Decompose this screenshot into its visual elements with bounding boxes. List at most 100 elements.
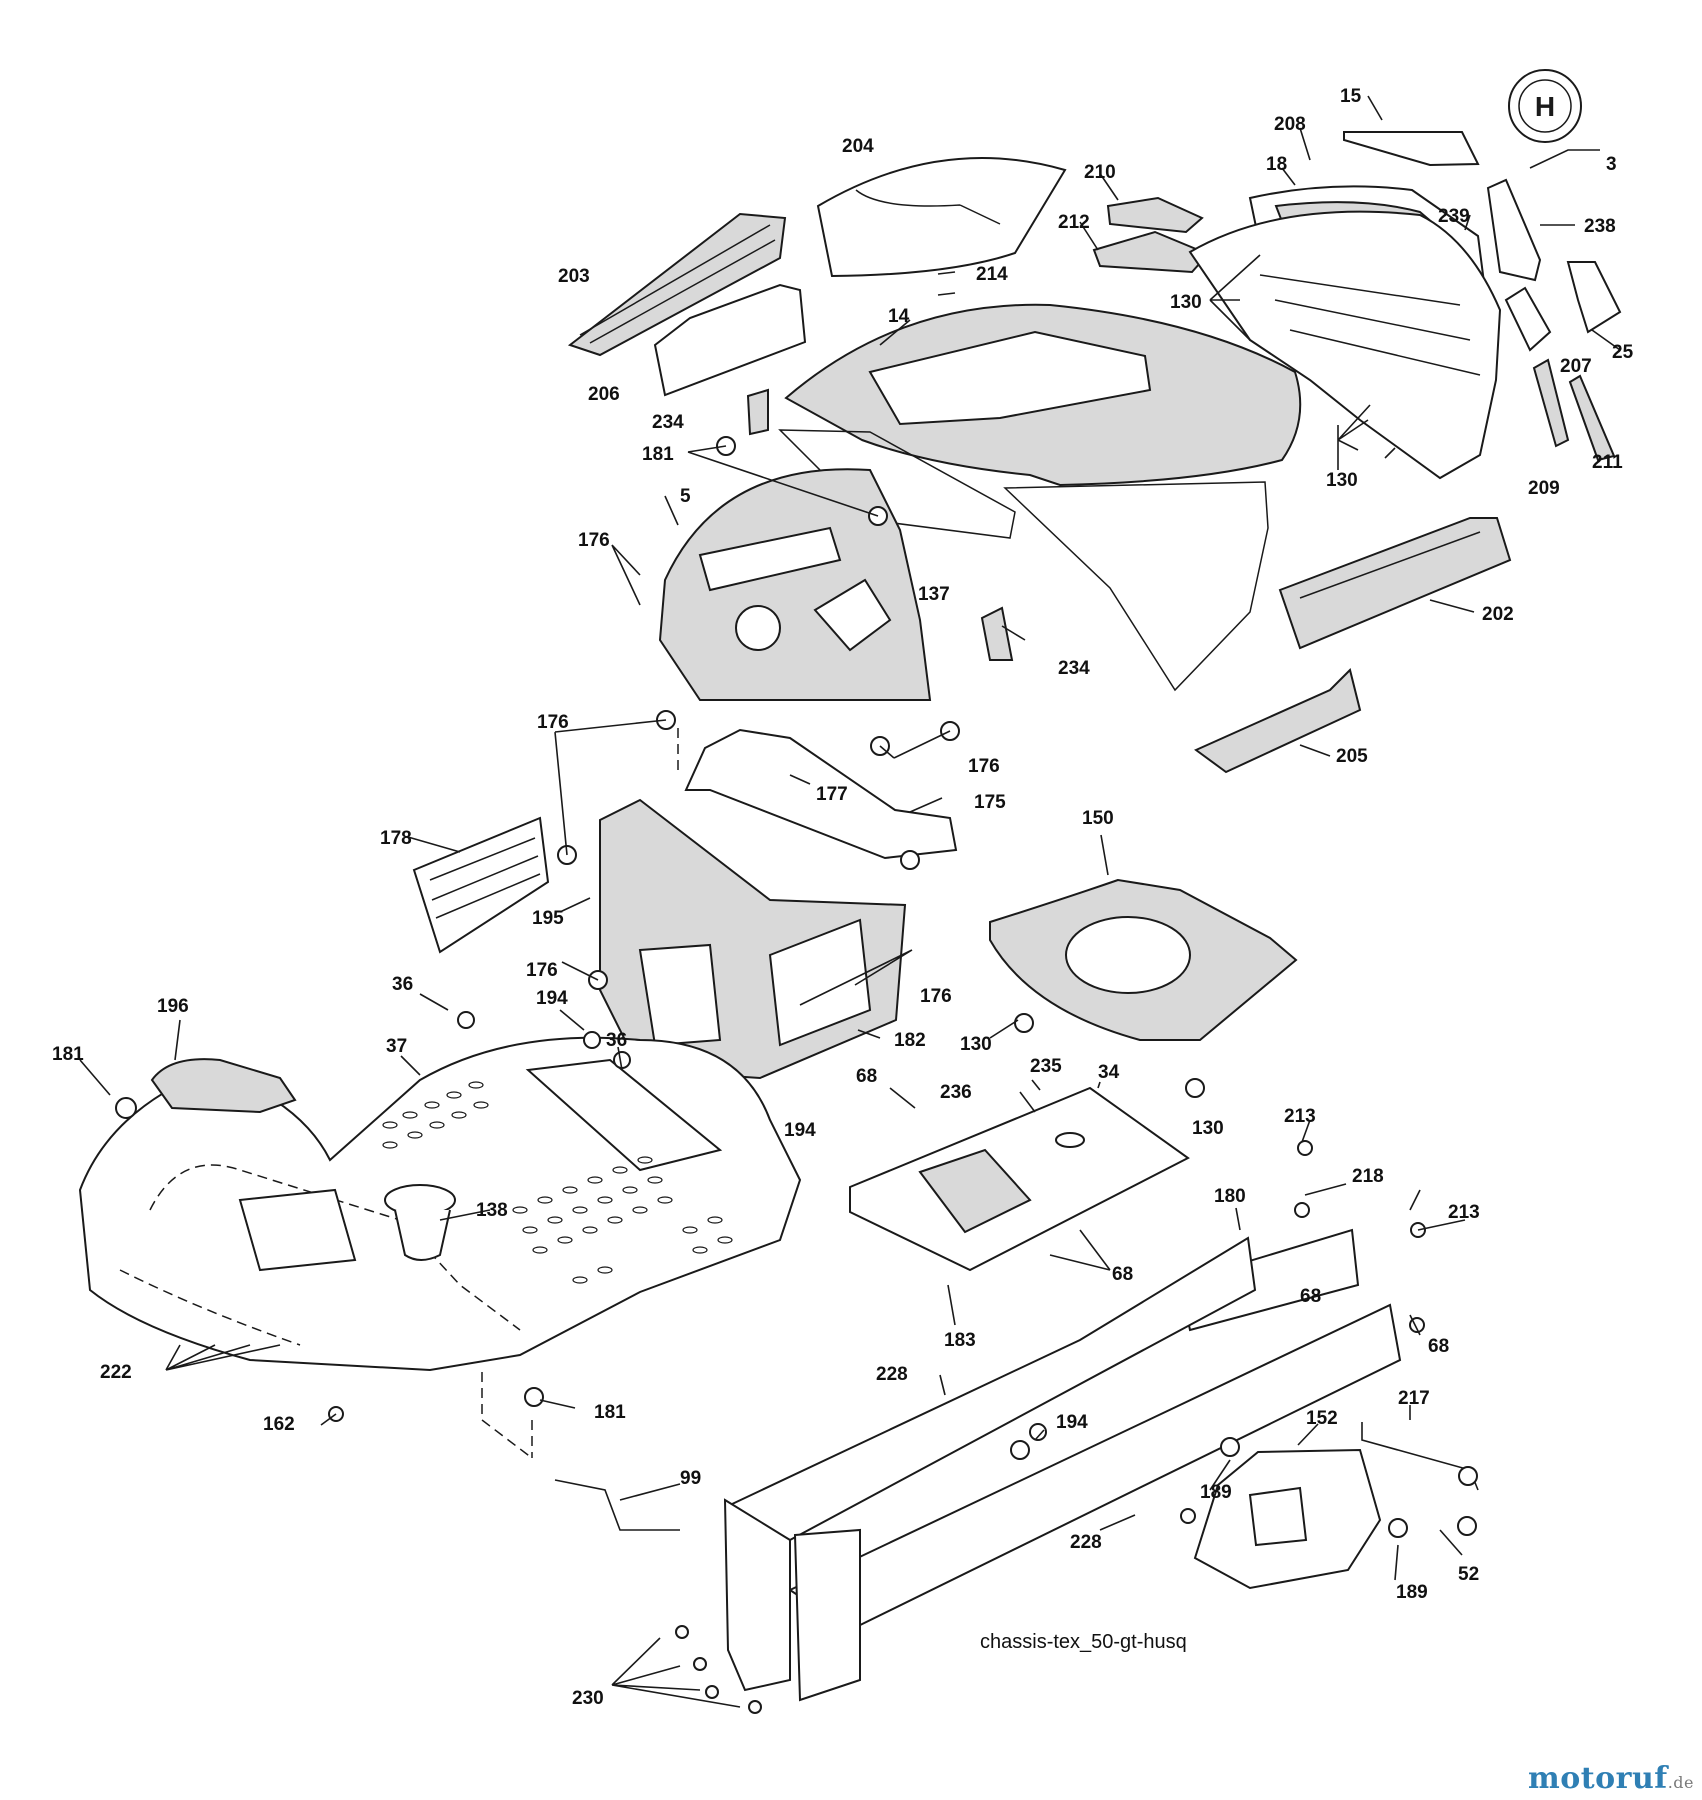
callout-176-c: 176 (968, 756, 1000, 777)
callout-99: 99 (680, 1468, 701, 1489)
cover-plate-152 (1193, 1448, 1382, 1590)
callout-218: 218 (1352, 1166, 1384, 1187)
dash-housing-182 (599, 798, 907, 1080)
callout-labels: 15 3 208 18 204 210 212 239 238 203 214 … (52, 86, 1634, 1709)
callout-68-c: 68 (1300, 1286, 1321, 1307)
footrest-holes (382, 1081, 733, 1284)
cup-138 (384, 1184, 456, 1261)
lower-panel-205 (1194, 668, 1362, 774)
callout-181-low: 181 (594, 1402, 626, 1423)
fasteners (115, 436, 1478, 1714)
callout-204: 204 (842, 136, 874, 157)
callout-68-b: 68 (1112, 1264, 1133, 1285)
callout-181-top: 181 (642, 444, 674, 465)
callout-182: 182 (894, 1030, 926, 1051)
callout-25: 25 (1612, 342, 1634, 363)
grille-210 (1106, 196, 1204, 234)
callout-130-mid: 130 (960, 1034, 992, 1055)
callout-150: 150 (1082, 808, 1114, 829)
callout-213-a: 213 (1284, 1106, 1316, 1127)
callout-212: 212 (1058, 212, 1090, 233)
side-vent-178 (412, 816, 550, 954)
emblem-plate-238 (1486, 178, 1542, 282)
watermark-main: motoruf (1528, 1761, 1668, 1796)
callout-236: 236 (940, 1082, 972, 1103)
diagram-identifier: chassis-tex_50-gt-husq (980, 1631, 1187, 1653)
hood-assembly-14 (778, 303, 1302, 692)
callout-37: 37 (386, 1036, 407, 1057)
callout-68-a: 68 (856, 1066, 877, 1087)
callout-138: 138 (476, 1200, 508, 1221)
callout-235: 235 (1030, 1056, 1062, 1077)
callout-234-mid: 234 (1058, 658, 1090, 679)
callout-194-c: 194 (1056, 1412, 1088, 1433)
callout-194-a: 194 (536, 988, 568, 1009)
leader-lines (79, 95, 1621, 1708)
logo-letter: H (1535, 91, 1555, 122)
callout-205: 205 (1336, 746, 1368, 767)
callout-130-right: 130 (1326, 470, 1358, 491)
callout-203: 203 (558, 266, 590, 287)
callout-15: 15 (1340, 86, 1362, 107)
hood-top-panel-204 (816, 157, 1067, 278)
callout-5: 5 (680, 486, 691, 507)
callout-217: 217 (1398, 1388, 1430, 1409)
callout-202: 202 (1482, 604, 1514, 625)
callout-36-b: 36 (606, 1030, 627, 1051)
callout-176-b: 176 (537, 712, 569, 733)
watermark: motoruf.de (1528, 1761, 1694, 1796)
label-234 (746, 388, 1014, 661)
callout-234-top: 234 (652, 412, 684, 433)
callout-176-e: 176 (920, 986, 952, 1007)
callout-194-b: 194 (784, 1120, 816, 1141)
step-shroud-150 (989, 878, 1298, 1041)
callout-130-low: 130 (1192, 1118, 1224, 1139)
callout-195: 195 (532, 908, 564, 929)
callout-214: 214 (976, 264, 1008, 285)
fender-piece-196 (150, 1058, 297, 1114)
callout-228-a: 228 (876, 1364, 908, 1385)
callout-52: 52 (1458, 1564, 1479, 1585)
callout-14: 14 (888, 306, 910, 327)
callout-176-a: 176 (578, 530, 610, 551)
callout-68-d: 68 (1428, 1336, 1449, 1357)
rod-99 (554, 1479, 680, 1531)
callout-177: 177 (816, 784, 848, 805)
callout-228-b: 228 (1070, 1532, 1102, 1553)
logo-emblem-3: H (1508, 69, 1582, 143)
callout-175: 175 (974, 792, 1006, 813)
callout-196: 196 (157, 996, 189, 1017)
callout-176-d: 176 (526, 960, 558, 981)
callout-181-left: 181 (52, 1044, 84, 1065)
callout-189-b: 189 (1396, 1582, 1428, 1603)
callout-130-top: 130 (1170, 292, 1202, 313)
callout-210: 210 (1084, 162, 1116, 183)
callout-209: 209 (1528, 478, 1560, 499)
callout-208: 208 (1274, 114, 1306, 135)
callout-230: 230 (572, 1688, 604, 1709)
bracket-206 (653, 283, 807, 397)
callout-162: 162 (263, 1414, 295, 1435)
callout-18: 18 (1266, 154, 1287, 175)
end-caps-25-207 (1504, 261, 1622, 352)
frame-rail-180 (723, 1228, 1402, 1702)
mounting-plate-34 (849, 1086, 1190, 1272)
callout-213-b: 213 (1448, 1202, 1480, 1223)
callout-3: 3 (1606, 154, 1617, 175)
dashboard-panel-5 (658, 468, 932, 701)
callout-207: 207 (1560, 356, 1592, 377)
callout-183: 183 (944, 1330, 976, 1351)
front-bumper-housing-18-208 (1188, 185, 1502, 480)
callout-180: 180 (1214, 1186, 1246, 1207)
dashed-assembly-guides (481, 728, 679, 1459)
callout-152: 152 (1306, 1408, 1338, 1429)
callout-34: 34 (1098, 1062, 1120, 1083)
dash-bracket-175 (684, 728, 958, 860)
small-grilles-209-211 (1532, 358, 1616, 462)
callout-239: 239 (1438, 206, 1470, 227)
side-vent-grille-203 (567, 212, 787, 357)
front-grille-202 (1278, 517, 1512, 650)
callout-238: 238 (1584, 216, 1616, 237)
callout-137: 137 (918, 584, 950, 605)
callout-206: 206 (588, 384, 620, 405)
